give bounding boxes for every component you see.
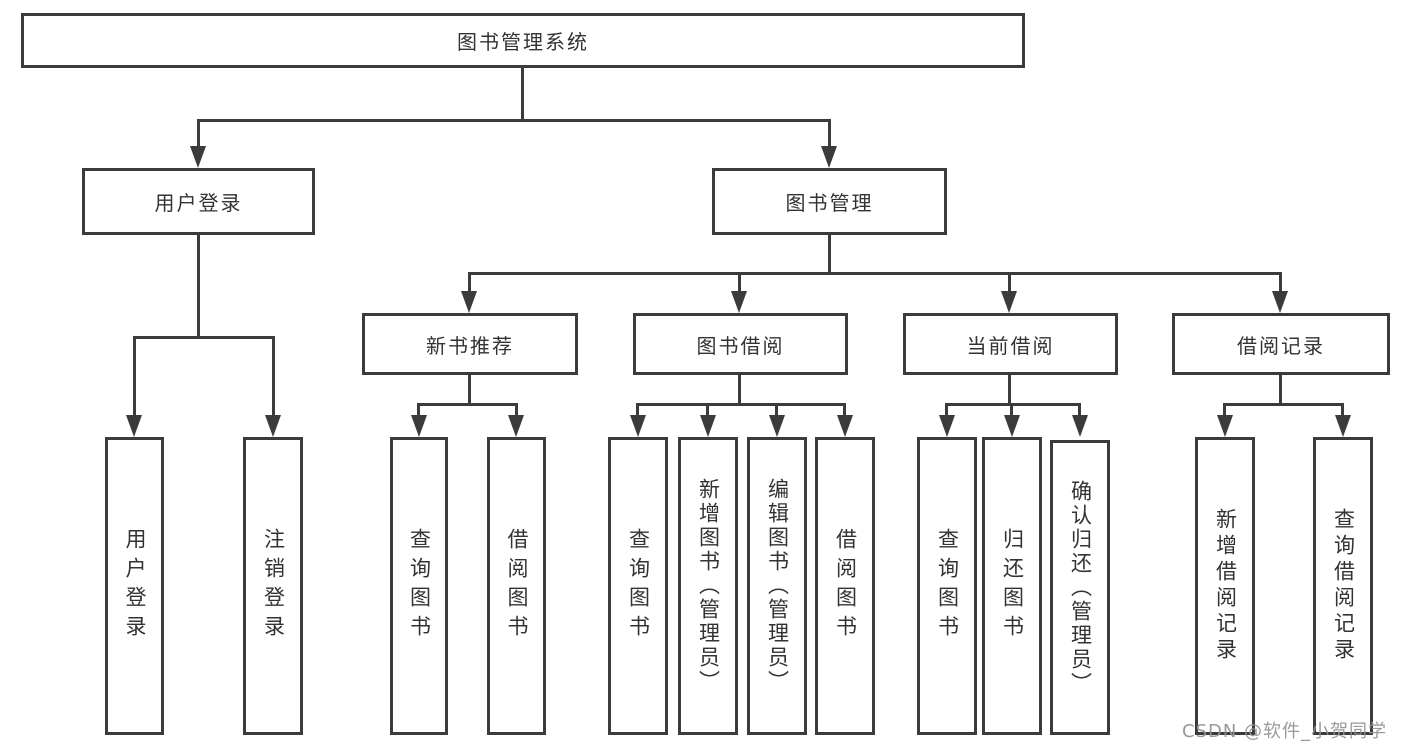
connector-line [738,272,741,295]
leaf-return-books: 归还图书 [982,437,1042,735]
connector-line [417,403,420,419]
connector-line [1279,375,1282,406]
connector-line [738,375,741,406]
node-label: 归还图书 [1000,528,1025,644]
connector-line [945,403,948,419]
connector-line [1010,403,1013,419]
leaf-user-login: 用户登录 [105,437,164,735]
connector-line [843,403,846,419]
node-label: 当前借阅 [966,333,1055,358]
leaf-query-borrow-record: 查询借阅记录 [1313,437,1373,735]
node-label: 借阅图书 [833,528,858,644]
connector-line [775,403,778,419]
connector-arrow [769,415,785,437]
node-label: 新书推荐 [426,333,514,358]
node-new-book-recommend: 新书推荐 [362,313,578,375]
connector-line [636,403,846,406]
connector-arrow [1072,415,1088,437]
node-label: 编辑图书（管理员） [765,478,790,694]
leaf-query-books-current: 查询图书 [917,437,977,735]
connector-arrow [1004,415,1020,437]
node-label: 查询图书 [935,528,960,644]
connector-line [945,403,1081,406]
node-borrow-records: 借阅记录 [1172,313,1390,375]
leaf-add-books-admin: 新增图书（管理员） [678,437,738,735]
leaf-logout: 注销登录 [243,437,303,735]
leaf-add-borrow-record: 新增借阅记录 [1195,437,1255,735]
connector-line [272,336,275,419]
leaf-query-books-recommend: 查询图书 [390,437,448,735]
leaf-borrow-books-borrowing: 借阅图书 [815,437,875,735]
connector-arrow [837,415,853,437]
connector-line [468,375,471,406]
connector-arrow [265,415,281,437]
node-label: 新增借阅记录 [1213,508,1238,664]
connector-line [828,235,831,275]
connector-arrow [939,415,955,437]
node-label: 查询图书 [626,528,651,644]
node-book-borrowing: 图书借阅 [633,313,848,375]
connector-line [515,403,518,419]
connector-line [1223,403,1344,406]
connector-arrow [1001,291,1017,313]
connector-line [706,403,709,419]
node-current-borrowing: 当前借阅 [903,313,1118,375]
node-label: 借阅记录 [1237,333,1325,358]
node-label: 用户登录 [154,191,243,215]
connector-arrow [731,291,747,313]
leaf-borrow-books-recommend: 借阅图书 [487,437,546,735]
node-label: 图书借阅 [696,333,785,358]
connector-line [521,68,524,121]
connector-arrow [508,415,524,437]
connector-arrow [1217,415,1233,437]
node-label: 查询借阅记录 [1331,508,1356,664]
connector-arrow [461,291,477,313]
connector-line [1008,272,1011,295]
connector-arrow [190,146,206,168]
node-label: 借阅图书 [505,528,529,644]
connector-line [468,272,1282,275]
node-label: 图书管理系统 [457,30,589,54]
connector-line [828,119,831,150]
leaf-edit-books-admin: 编辑图书（管理员） [747,437,807,735]
connector-line [1341,403,1344,419]
node-label: 新增图书（管理员） [696,478,721,694]
node-label: 图书管理 [785,191,874,215]
node-label: 确认归还（管理员） [1068,479,1093,696]
leaf-confirm-return-admin: 确认归还（管理员） [1050,440,1110,735]
node-book-management: 图书管理 [712,168,947,235]
connector-line [197,119,831,122]
node-user-login: 用户登录 [82,168,315,235]
connector-arrow [821,146,837,168]
connector-line [1078,403,1081,419]
connector-line [636,403,639,419]
leaf-query-books-borrowing: 查询图书 [608,437,668,735]
watermark: CSDN @软件_小贺同学 [1182,721,1388,742]
connector-arrow [1335,415,1351,437]
connector-arrow [630,415,646,437]
node-label: 注销登录 [261,528,286,644]
connector-arrow [411,415,427,437]
node-library-system: 图书管理系统 [21,13,1025,68]
connector-line [197,119,200,150]
connector-line [133,336,275,339]
connector-arrow [700,415,716,437]
node-label: 查询图书 [407,528,432,644]
connector-arrow [1272,291,1288,313]
connector-line [133,336,136,419]
connector-line [417,403,518,406]
connector-line [1008,375,1011,406]
connector-line [1223,403,1226,419]
node-label: 用户登录 [123,528,147,644]
connector-arrow [126,415,142,437]
connector-line [1279,272,1282,295]
connector-line [468,272,471,295]
connector-line [197,235,200,339]
